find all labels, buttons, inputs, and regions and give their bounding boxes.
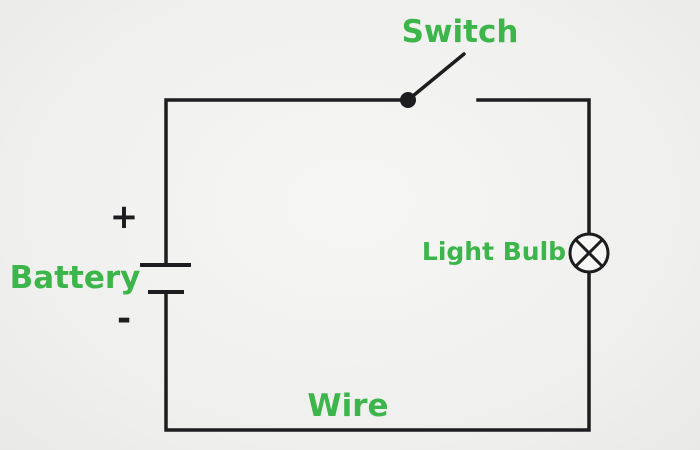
lamp-cross-icon <box>568 232 610 274</box>
switch-label: Switch <box>402 14 519 50</box>
light-bulb-label: Light Bulb <box>422 237 566 266</box>
wire-top-right <box>476 98 591 234</box>
wire-label: Wire <box>307 388 388 424</box>
wire-bottom <box>164 272 591 432</box>
battery-plus-label: + <box>110 197 139 237</box>
battery-cell-icon <box>140 263 191 294</box>
battery-label: Battery <box>10 260 141 296</box>
battery-minus-label: - <box>117 299 131 339</box>
open-switch-icon <box>400 52 466 108</box>
wire-top-left <box>164 98 410 264</box>
